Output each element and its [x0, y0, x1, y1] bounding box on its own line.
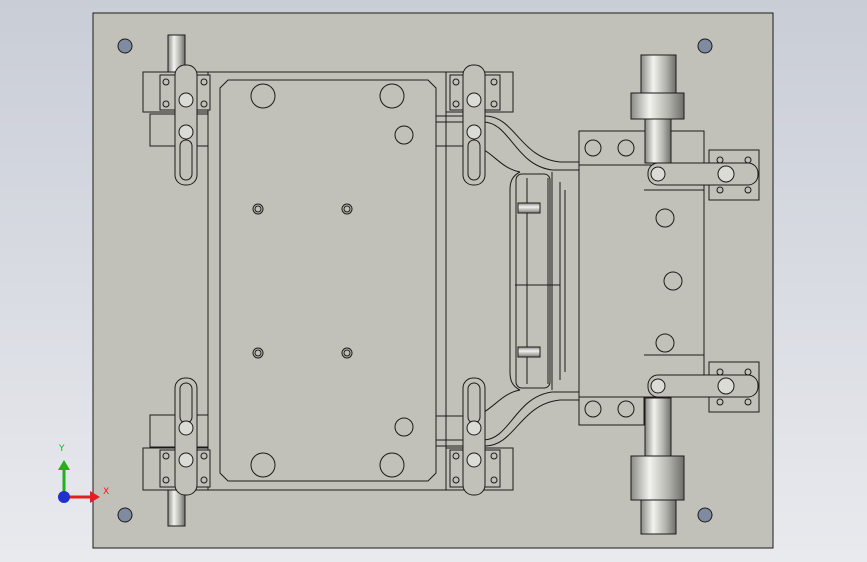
corner-holes: [117, 38, 713, 523]
y-axis-label: Y: [59, 444, 65, 454]
clamp-base-bolts: [162, 78, 498, 484]
right-block-holes: [584, 139, 683, 418]
toggle-clamp-right-bottom: [647, 361, 760, 413]
toggle-clamp-bottom-left: [159, 377, 211, 496]
fixture-plate: [219, 79, 437, 482]
plate-large-holes: [250, 83, 414, 478]
x-axis-label: X: [103, 487, 110, 497]
workpiece-pins: [517, 202, 541, 358]
z-axis-dot: [58, 491, 70, 503]
toggle-clamp-right-top: [647, 149, 760, 201]
axis-triad: [58, 460, 100, 503]
right-bottom-cylinder: [630, 397, 685, 535]
toggle-clamp-bottom-inner: [449, 377, 501, 496]
right-top-cylinder: [630, 54, 685, 164]
plate-small-holes: [252, 203, 353, 359]
